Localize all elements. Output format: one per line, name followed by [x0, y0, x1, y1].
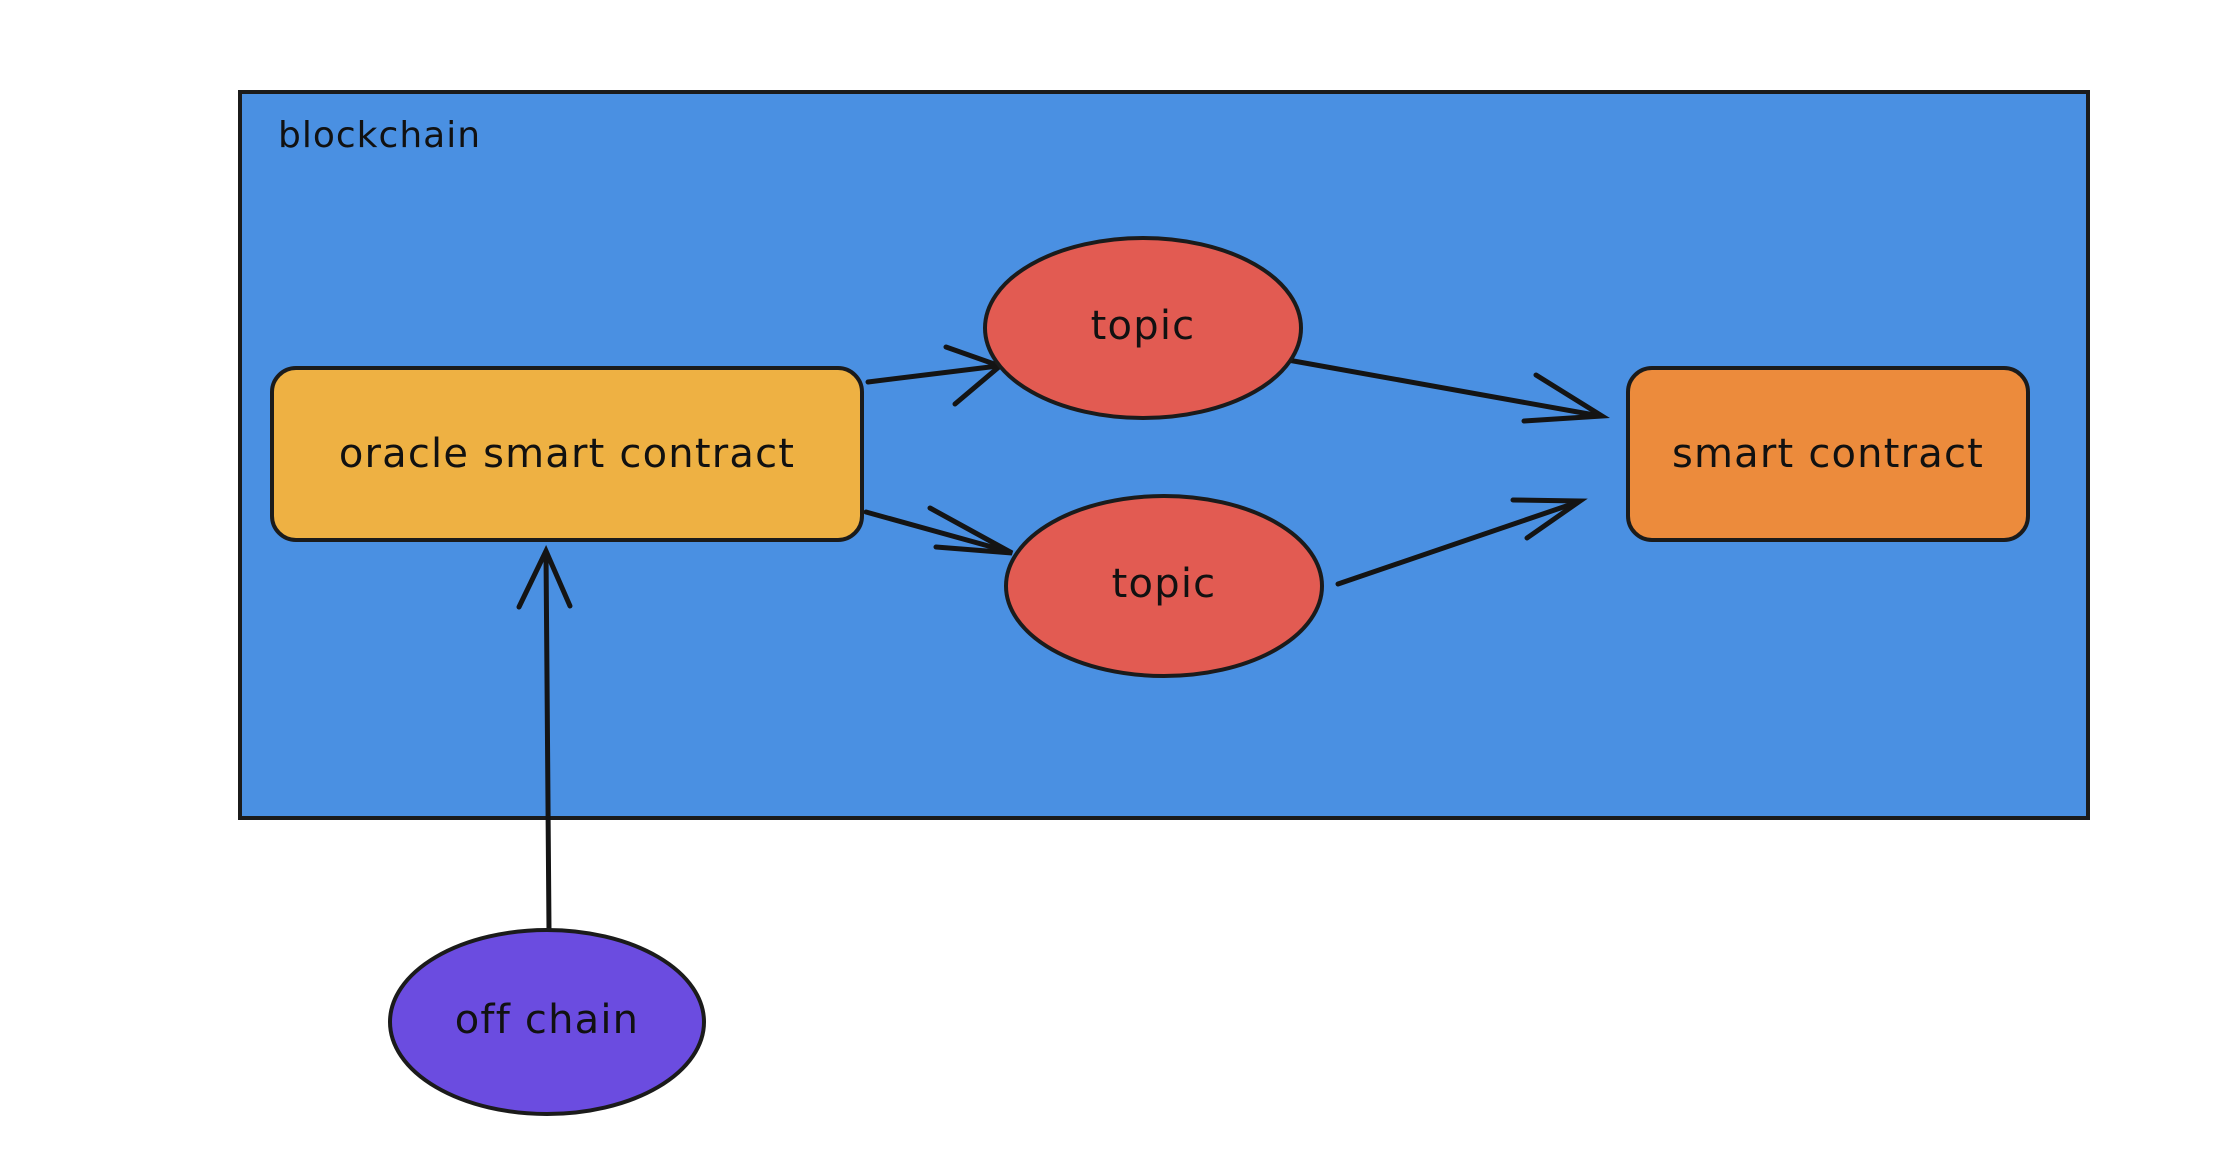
- edge-oracle-to-topic-lower-line: [863, 509, 1013, 555]
- node-oracle-smart-contract-label: oracle smart contract: [339, 431, 795, 477]
- node-off-chain[interactable]: off chain: [388, 928, 706, 1116]
- node-topic-lower-shape[interactable]: [1004, 494, 1324, 678]
- node-topic-upper-label: topic: [1091, 303, 1196, 349]
- edge-off-chain-to-oracle[interactable]: [516, 545, 573, 933]
- node-topic-upper[interactable]: topic: [983, 236, 1303, 420]
- edge-topic-lower-to-smart-contract-arrowhead: [1510, 497, 1588, 541]
- node-off-chain-label: off chain: [455, 997, 639, 1043]
- node-smart-contract-shape[interactable]: [1626, 366, 2030, 542]
- container-blockchain-label: blockchain: [278, 115, 481, 156]
- edge-off-chain-to-oracle-arrowhead: [516, 545, 573, 610]
- edge-off-chain-to-oracle-line: [543, 550, 552, 933]
- edge-topic-upper-to-smart-contract-line: [1285, 357, 1603, 419]
- node-smart-contract[interactable]: smart contract: [1626, 366, 2030, 542]
- edge-oracle-to-topic-upper-line: [865, 363, 1001, 385]
- node-topic-lower[interactable]: topic: [1004, 494, 1324, 678]
- edge-oracle-to-topic-lower[interactable]: [863, 505, 1014, 556]
- edge-topic-lower-to-smart-contract[interactable]: [1335, 497, 1588, 587]
- node-smart-contract-label: smart contract: [1672, 431, 1984, 477]
- edge-topic-lower-to-smart-contract-line: [1335, 499, 1581, 587]
- node-oracle-smart-contract-shape[interactable]: [270, 366, 864, 542]
- edge-topic-upper-to-smart-contract[interactable]: [1285, 357, 1610, 424]
- node-topic-lower-label: topic: [1112, 561, 1217, 607]
- node-topic-upper-shape[interactable]: [983, 236, 1303, 420]
- node-off-chain-shape[interactable]: [388, 928, 706, 1116]
- node-oracle-smart-contract[interactable]: oracle smart contract: [270, 366, 864, 542]
- edge-topic-upper-to-smart-contract-arrowhead: [1521, 372, 1610, 424]
- edge-oracle-to-topic-lower-arrowhead: [927, 505, 1014, 556]
